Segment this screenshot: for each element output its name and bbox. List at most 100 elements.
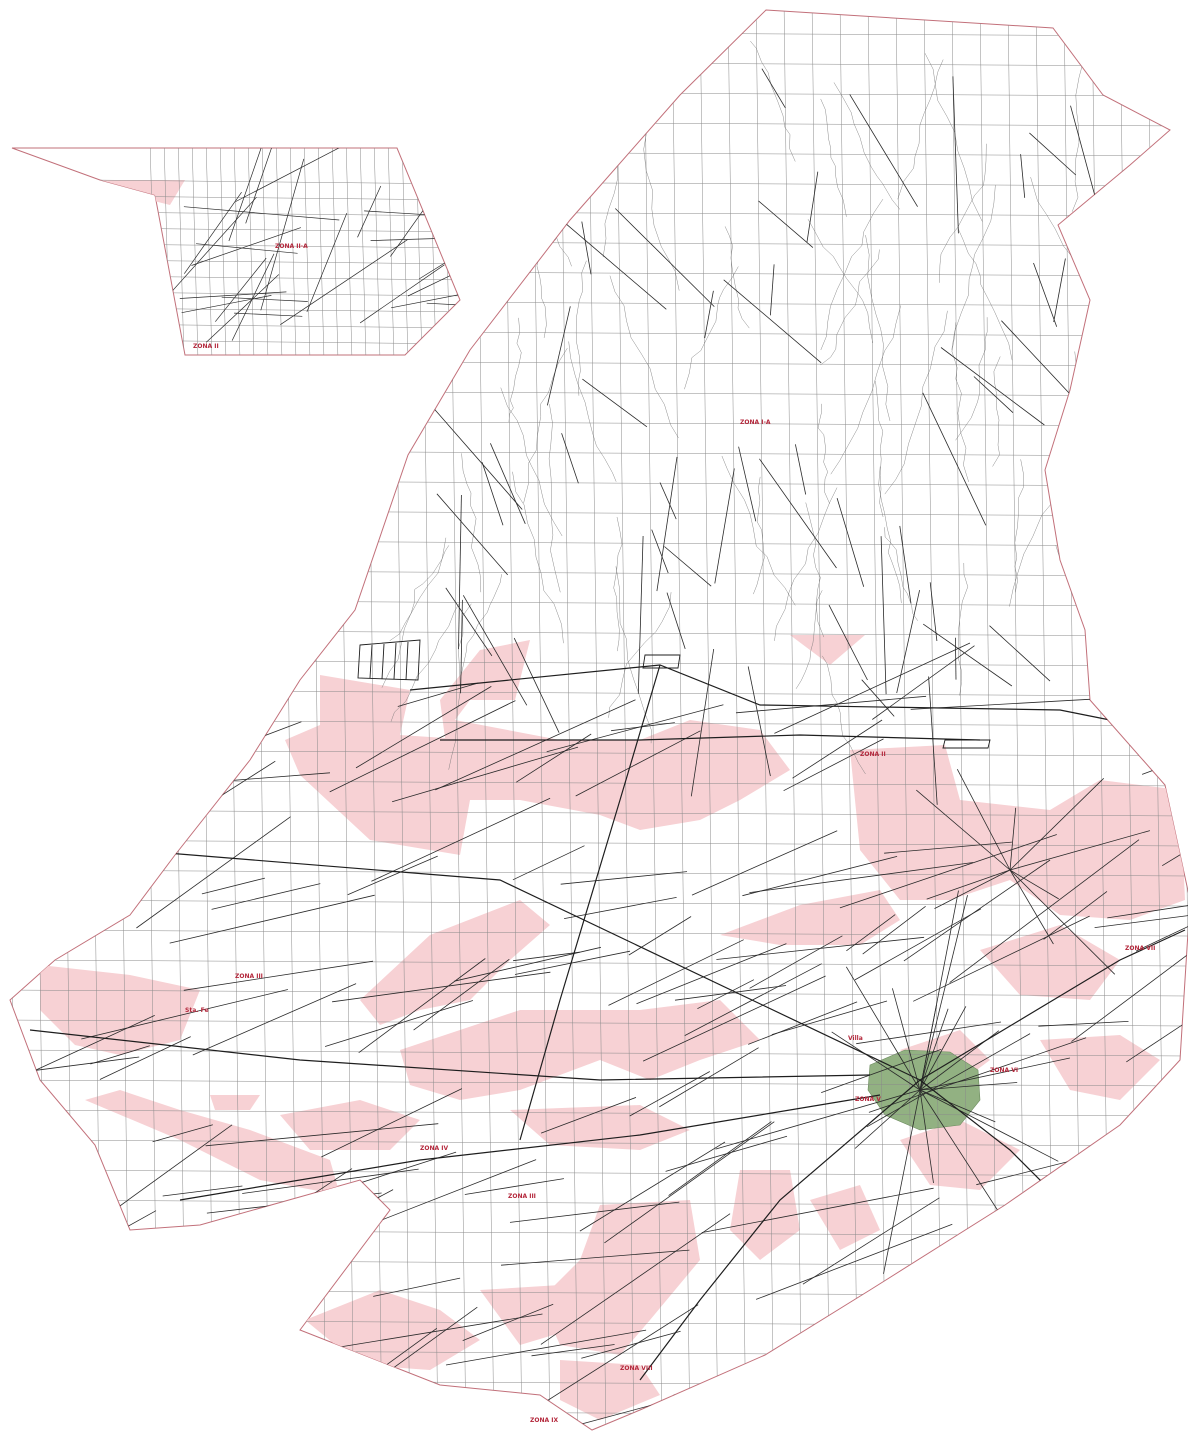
road: [531, 1344, 615, 1357]
road: [160, 715, 247, 777]
grid-line: [839, 10, 859, 1430]
road: [35, 1015, 155, 1071]
road: [242, 1168, 419, 1194]
shaded-parcels: [40, 635, 1185, 1420]
contour-line: [609, 275, 679, 439]
road: [1156, 1228, 1188, 1261]
road: [357, 185, 382, 238]
route: [639, 1079, 921, 1381]
route: [29, 1029, 871, 1081]
road: [1009, 830, 1151, 871]
road: [615, 208, 715, 307]
road: [668, 1121, 772, 1196]
road: [1020, 154, 1026, 198]
road: [280, 239, 408, 325]
road: [235, 148, 375, 202]
road: [184, 191, 242, 274]
zone-label: ZONA II: [860, 751, 886, 758]
road: [72, 1210, 157, 1258]
grid-line: [55, 10, 75, 1430]
road: [1043, 891, 1108, 940]
road: [321, 1088, 463, 1158]
road: [464, 1178, 564, 1195]
road: [1105, 1356, 1188, 1401]
road: [95, 1236, 210, 1279]
road: [666, 592, 686, 650]
road: [20, 1056, 140, 1073]
zone-label: Villa: [848, 1035, 863, 1042]
road: [831, 1031, 921, 1091]
road: [555, 214, 667, 310]
road: [564, 897, 677, 919]
grid-line: [457, 148, 460, 355]
shaded-parcel: [730, 1170, 800, 1260]
road: [215, 257, 267, 322]
grid-line: [10, 1049, 1188, 1057]
parcel-outline: [369, 641, 409, 681]
road: [674, 985, 787, 1001]
contour-line: [955, 317, 988, 441]
contour-line: [951, 185, 996, 350]
contour-line: [805, 502, 824, 638]
grid-line: [247, 148, 255, 355]
road: [880, 536, 887, 695]
shaded-parcel: [560, 1360, 660, 1420]
road: [582, 378, 648, 428]
road: [771, 1000, 888, 1035]
contour-line: [548, 404, 561, 593]
contour-line: [461, 117, 475, 280]
contour-line: [951, 322, 969, 482]
road: [1107, 882, 1188, 919]
road: [770, 264, 775, 316]
zone-label: ZONA VII: [1125, 945, 1155, 952]
road: [949, 839, 1140, 983]
grid-line: [923, 10, 943, 1430]
road: [981, 1314, 1071, 1345]
road: [928, 676, 938, 805]
road: [868, 1037, 1087, 1113]
road: [604, 1121, 775, 1244]
grid-line: [401, 148, 409, 355]
road: [919, 1008, 949, 1091]
grid-line: [587, 10, 607, 1430]
contour-line: [512, 471, 564, 644]
road: [347, 855, 438, 896]
road: [783, 738, 884, 792]
inset-roads: [162, 148, 460, 343]
road: [421, 61, 444, 126]
road: [919, 1004, 937, 1091]
contour-line: [865, 235, 891, 421]
road: [1112, 1260, 1183, 1279]
road: [458, 494, 462, 650]
grid-line: [191, 148, 199, 355]
road: [191, 227, 302, 266]
road: [856, 1021, 1002, 1045]
contour-line: [615, 566, 652, 744]
contour-line: [992, 356, 1001, 467]
contour-line: [817, 403, 830, 504]
zone-label: ZONA V: [855, 1096, 881, 1103]
road: [774, 642, 971, 734]
road: [445, 587, 493, 657]
road: [391, 283, 460, 309]
road: [1181, 1258, 1188, 1301]
road: [513, 951, 580, 962]
road: [742, 856, 898, 897]
inset-map: ZONA II-A ZONA II: [11, 147, 461, 356]
road: [1009, 869, 1054, 945]
zone-label: ZONA IV: [420, 1145, 448, 1152]
grid-line: [1119, 10, 1139, 1430]
parcel-outline: [642, 654, 681, 669]
contour-line: [724, 226, 750, 329]
road: [183, 206, 340, 221]
contour-line: [875, 380, 884, 518]
road: [460, 599, 463, 694]
grid-line: [177, 148, 185, 355]
road: [1126, 992, 1188, 1063]
road: [205, 274, 280, 343]
zone-label: ZONA VIII: [620, 1365, 653, 1372]
grid-line: [10, 839, 1188, 847]
shaded-parcel: [1040, 1035, 1160, 1100]
shaded-parcel: [810, 1185, 880, 1250]
road: [861, 679, 895, 717]
